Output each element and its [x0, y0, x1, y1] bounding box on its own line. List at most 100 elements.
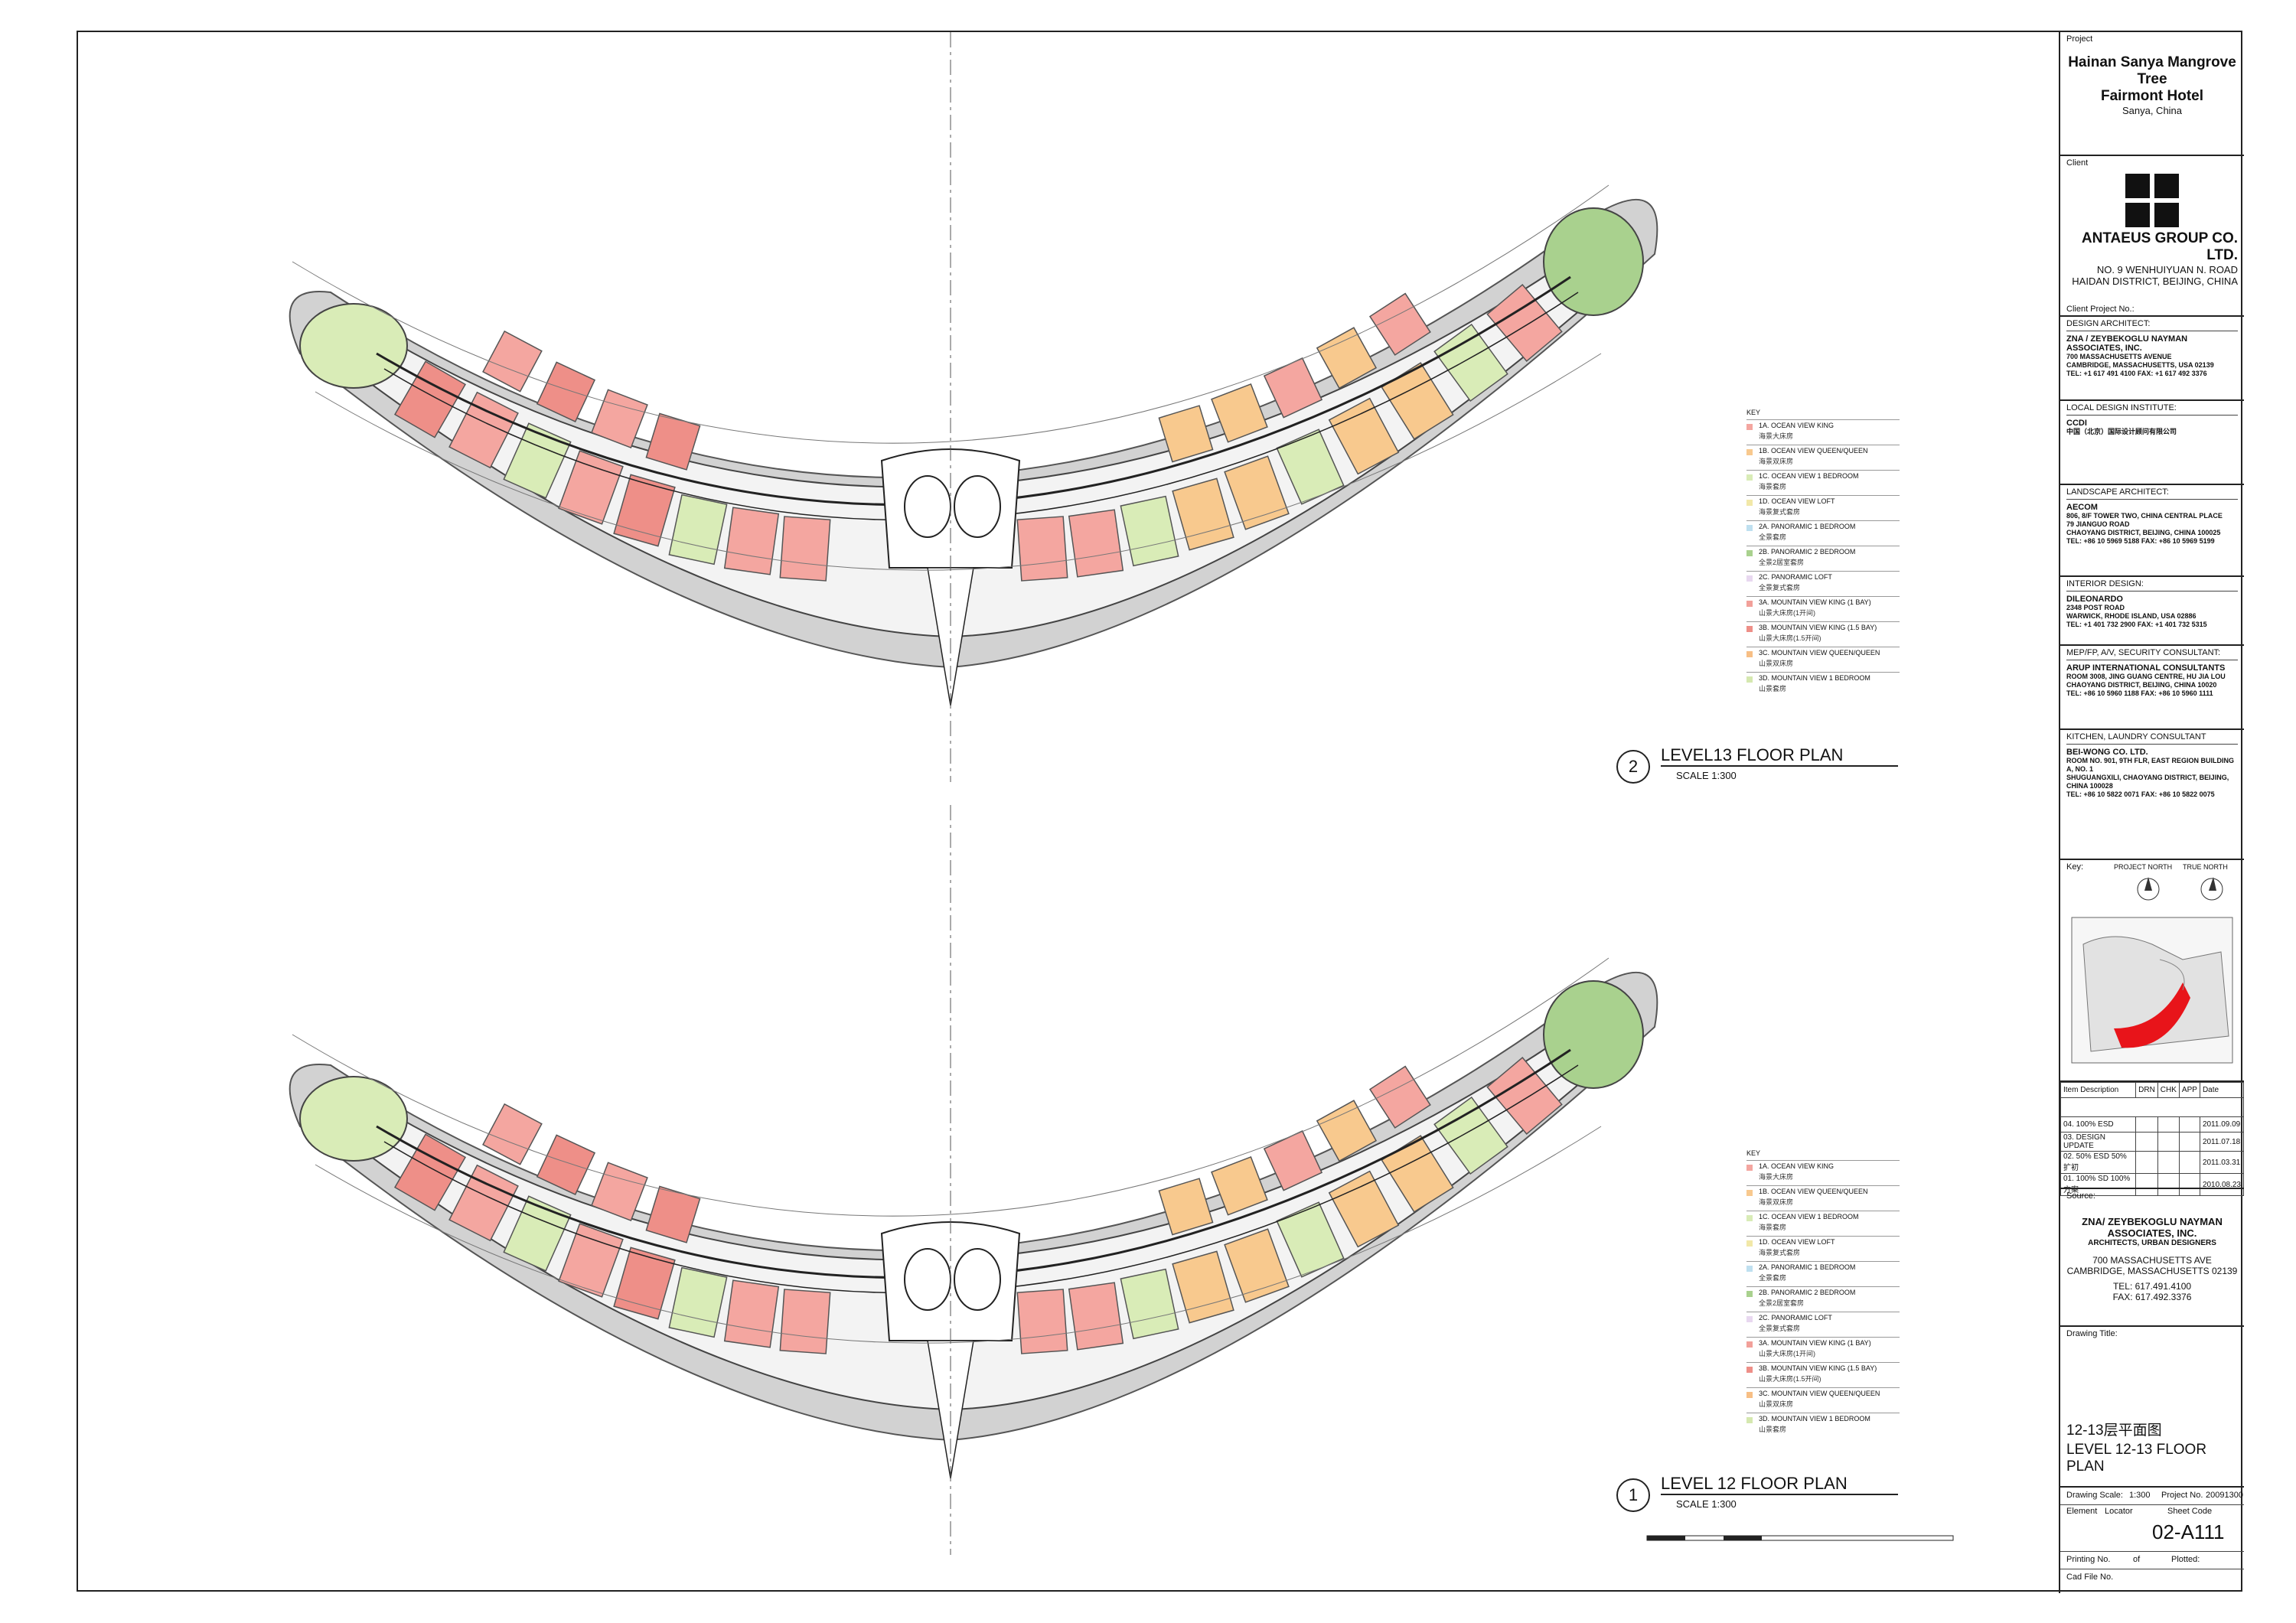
consultant-line: ROOM 3008, JING GUANG CENTRE, HU JIA LOU	[2066, 673, 2226, 680]
key-label-en: 1C. OCEAN VIEW 1 BEDROOM	[1759, 472, 1859, 480]
key-swatch	[1746, 449, 1753, 455]
key-swatch	[1746, 1341, 1753, 1348]
true-north-label: TRUE NORTH	[2183, 863, 2228, 871]
of-label: of	[2133, 1555, 2141, 1564]
client-name: ANTAEUS GROUP CO. LTD.	[2081, 230, 2238, 263]
client-address-2: HAIDAN DISTRICT, BEIJING, CHINA	[2072, 275, 2238, 287]
drawing-info-section: Drawing Scale: 1:300 Project No. 2009130…	[2060, 1486, 2244, 1593]
consultant-line: 700 MASSACHUSETTS AVENUE	[2066, 353, 2172, 360]
key-swatch	[1746, 1266, 1753, 1272]
key-item: 1D. OCEAN VIEW LOFT 海景复式套房	[1746, 495, 1900, 520]
consultant-name: ZNA / ZEYBEKOGLU NAYMAN ASSOCIATES, INC.	[2066, 334, 2188, 353]
site-key-plan	[2071, 917, 2233, 1064]
consultant-name: BEI-WONG CO. LTD.	[2066, 748, 2148, 757]
key-swatch	[1746, 575, 1753, 582]
key-label-cn: 全景套房	[1759, 1274, 1787, 1282]
key-label-en: 2C. PANORAMIC LOFT	[1759, 1314, 1832, 1322]
key-label-cn: 海景复式套房	[1759, 1249, 1801, 1256]
key-swatch	[1746, 1367, 1753, 1373]
key-swatch	[1746, 1291, 1753, 1297]
key-label-cn: 山景套房	[1759, 685, 1787, 693]
key-swatch	[1746, 601, 1753, 607]
key-label-cn: 山景套房	[1759, 1426, 1787, 1433]
key-label-en: 2B. PANORAMIC 2 BEDROOM	[1759, 548, 1856, 556]
consultant-role: LANDSCAPE ARCHITECT:	[2066, 487, 2238, 500]
drawing-title-section: Drawing Title: 12-13层平面图 LEVEL 12-13 FLO…	[2060, 1325, 2244, 1486]
key-label-cn: 海景大床房	[1759, 1173, 1794, 1181]
sheet-code: 02-A111	[2152, 1520, 2225, 1543]
key-label-cn: 海景双床房	[1759, 1198, 1794, 1206]
consultant-line: TEL: +86 10 5822 0071 FAX: +86 10 5822 0…	[2066, 790, 2215, 798]
key-label-en: 1D. OCEAN VIEW LOFT	[1759, 497, 1835, 505]
consultant-line: CAMBRIDGE, MASSACHUSETTS, USA 02139	[2066, 361, 2214, 369]
key-label-cn: 山景双床房	[1759, 660, 1794, 667]
scale-bar	[1646, 1535, 1954, 1541]
key-item: 3A. MOUNTAIN VIEW KING (1 BAY)山景大床房(1开间)	[1746, 1337, 1900, 1362]
rev-date: 2010.08.23	[2199, 1173, 2245, 1196]
consultant-role: LOCAL DESIGN INSTITUTE:	[2066, 403, 2238, 416]
project-no: 20091300	[2206, 1491, 2243, 1500]
key-label: Key:	[2066, 862, 2084, 872]
rev-date: 2011.03.31	[2199, 1151, 2245, 1174]
client-project-no-label: Client Project No.:	[2066, 305, 2135, 314]
rev-header: CHK	[2157, 1082, 2180, 1098]
drawing-title-label: Drawing Title:	[2066, 1329, 2118, 1338]
key-label-en: 3D. MOUNTAIN VIEW 1 BEDROOM	[1759, 1415, 1870, 1423]
key-label-cn: 海景复式套房	[1759, 508, 1801, 516]
source-address-1: 700 MASSACHUSETTS AVE	[2092, 1255, 2212, 1266]
key-item: 3D. MOUNTAIN VIEW 1 BEDROOM 山景套房	[1746, 672, 1900, 697]
key-label-en: 2A. PANORAMIC 1 BEDROOM	[1759, 523, 1856, 530]
rev-date: 2011.09.09	[2199, 1116, 2245, 1133]
keyplan-section: Key: PROJECT NORTH TRUE NORTH	[2060, 859, 2244, 1080]
key-swatch	[1746, 474, 1753, 481]
consultant-line: TEL: +1 617 491 4100 FAX: +1 617 492 337…	[2066, 370, 2207, 377]
key-label-cn: 山景大床房(1开间)	[1759, 1350, 1815, 1357]
key-item: 3B. MOUNTAIN VIEW KING (1.5 BAY)山景大床房(1.…	[1746, 621, 1900, 647]
project-north-label: PROJECT NORTH	[2114, 863, 2173, 871]
cad-file-label: Cad File No.	[2066, 1572, 2114, 1582]
title-block: Project Hainan Sanya Mangrove Tree Fairm…	[2059, 32, 2245, 1593]
client-label: Client	[2066, 158, 2089, 168]
plan-name: LEVEL13 FLOOR PLAN	[1661, 745, 1898, 767]
key-label-en: 1D. OCEAN VIEW LOFT	[1759, 1238, 1835, 1246]
true-north-icon	[2200, 877, 2223, 901]
key-label-cn: 海景套房	[1759, 483, 1787, 490]
consultant-line: 中国（北京）国际设计顾问有限公司	[2066, 428, 2177, 435]
table-row: 02. 50% ESD 50% 扩初 2011.03.31	[2060, 1151, 2245, 1174]
drawing-scale-label: Drawing Scale:	[2066, 1491, 2123, 1500]
key-label-en: 1A. OCEAN VIEW KING	[1759, 422, 1835, 429]
plan-name: LEVEL 12 FLOOR PLAN	[1661, 1474, 1898, 1495]
consultant-line: 806, 8/F TOWER TWO, CHINA CENTRAL PLACE	[2066, 512, 2223, 520]
rev-desc: 02. 50% ESD 50% 扩初	[2060, 1151, 2137, 1174]
key-label-cn: 全景复式套房	[1759, 1325, 1801, 1332]
source-subtitle: ARCHITECTS, URBAN DESIGNERS	[2088, 1239, 2216, 1247]
key-label-cn: 山景双床房	[1759, 1400, 1794, 1408]
consultant-role: KITCHEN, LAUNDRY CONSULTANT	[2066, 732, 2238, 745]
element-label: Element	[2066, 1507, 2098, 1516]
rev-header: Date	[2199, 1082, 2245, 1098]
key-swatch	[1746, 1165, 1753, 1171]
key-label-en: 3D. MOUNTAIN VIEW 1 BEDROOM	[1759, 674, 1870, 682]
revision-header-row: Item Description DRN CHK APP Date	[2060, 1082, 2245, 1098]
key-swatch	[1746, 550, 1753, 556]
plan-number: 1	[1616, 1478, 1650, 1512]
revisions-section: Item Description DRN CHK APP Date 04. 10…	[2060, 1080, 2245, 1196]
key-label-en: 3B. MOUNTAIN VIEW KING (1.5 BAY)	[1759, 624, 1877, 631]
consultant-line: WARWICK, RHODE ISLAND, USA 02886	[2066, 612, 2197, 620]
rev-desc: 03. DESIGN UPDATE	[2060, 1132, 2137, 1152]
client-section: Client ANTAEUS GROUP CO. LTD. NO. 9 WENH…	[2060, 155, 2244, 315]
project-name-2: Fairmont Hotel	[2100, 88, 2204, 104]
floor-plan-drawing	[289, 32, 1954, 1556]
rev-header: APP	[2178, 1082, 2200, 1098]
